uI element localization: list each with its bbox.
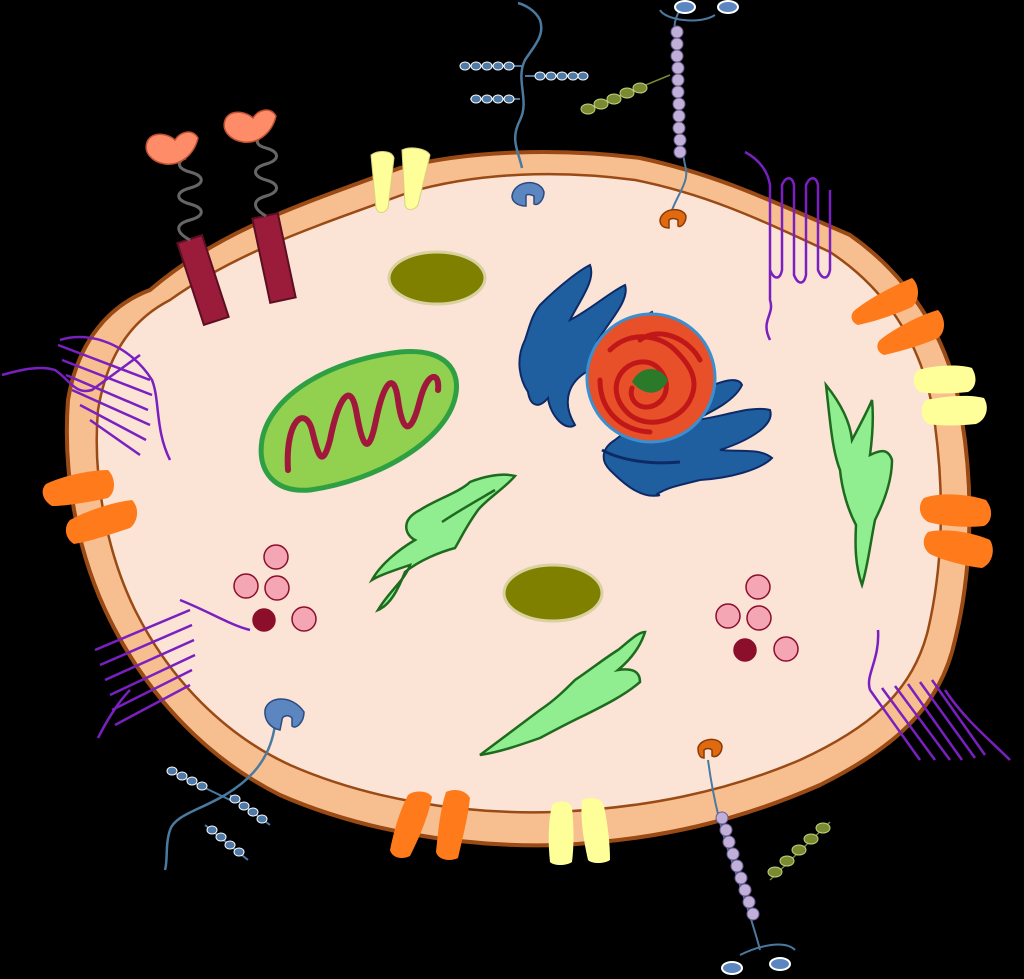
- nucleus: [585, 312, 717, 444]
- glycoprotein-top: [459, 1, 589, 207]
- er-right: [824, 380, 894, 590]
- golgi-apparatus: [518, 263, 774, 497]
- channel-yellow-right: [913, 365, 987, 426]
- nucleolus: [632, 368, 668, 393]
- receptor-right: [223, 109, 297, 304]
- proteoglycan-top: [580, 0, 739, 229]
- vesicles-left: [233, 544, 317, 632]
- receptor-head-right: [223, 109, 277, 143]
- channel-yellow-bottom: [548, 798, 610, 865]
- channel-yellow-top: [370, 147, 431, 213]
- vesicles-right: [715, 574, 799, 662]
- channel-orange-bottom: [390, 790, 470, 860]
- channel-orange-left: [42, 470, 138, 544]
- er-bottom: [479, 630, 647, 757]
- proteoglycan-bottom: [697, 738, 831, 975]
- vacuole-center: [502, 563, 604, 623]
- channel-orange-right-upper: [851, 278, 944, 355]
- anchor-top-blue: [511, 182, 545, 207]
- glycoprotein-bottom: [163, 698, 305, 871]
- seven-tm-left: [1, 335, 172, 461]
- chromatin: [597, 331, 703, 435]
- cytoplasm: [95, 172, 943, 814]
- vacuole-top: [387, 250, 487, 306]
- er-center: [368, 473, 518, 613]
- channel-orange-right-lower: [919, 494, 993, 568]
- mitochondrion: [258, 349, 459, 493]
- anchor-bottom-blue: [264, 698, 305, 731]
- anchor-top-orange: [659, 208, 687, 229]
- seven-tm-bottom-left: [94, 598, 251, 739]
- receptor-left: [145, 131, 230, 327]
- seven-tm-bottom-right: [867, 629, 1011, 761]
- anchor-bottom-orange: [697, 738, 723, 759]
- receptor-head-left: [145, 131, 199, 165]
- seven-tm-top-right: [744, 150, 832, 341]
